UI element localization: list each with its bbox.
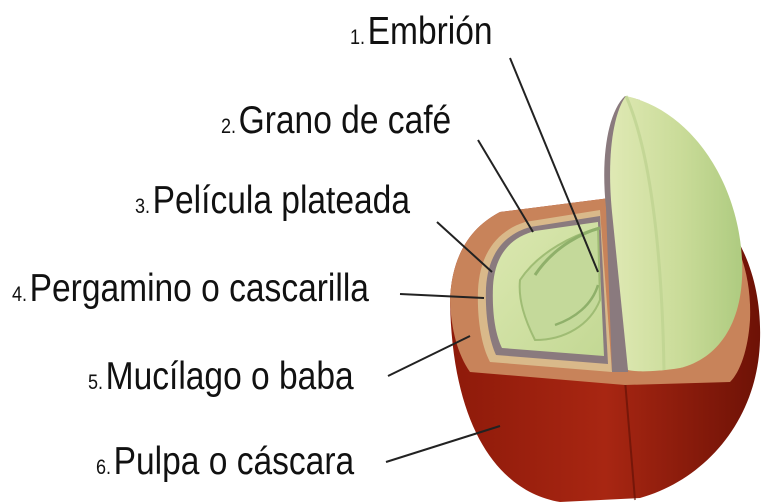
label-text: Embrión [368, 10, 493, 53]
label-number: 1. [350, 26, 365, 49]
label-number: 5. [88, 371, 103, 394]
label-parchment: 4.Pergamino o cascarilla [12, 269, 369, 308]
label-text: Grano de café [239, 99, 452, 142]
label-mucilage: 5.Mucílago o baba [88, 357, 354, 396]
second-bean-half [610, 96, 742, 371]
label-pulp: 6.Pulpa o cáscara [96, 442, 354, 481]
label-coffee-bean: 2.Grano de café [221, 101, 451, 140]
label-number: 3. [135, 195, 150, 218]
label-text: Pulpa o cáscara [114, 440, 355, 483]
label-number: 2. [221, 115, 236, 138]
label-text: Película plateada [153, 179, 410, 222]
label-embryo: 1.Embrión [350, 12, 493, 51]
label-text: Pergamino o cascarilla [30, 267, 369, 310]
label-number: 4. [12, 283, 27, 306]
label-text: Mucílago o baba [106, 355, 354, 398]
label-silver-skin: 3.Película plateada [135, 181, 410, 220]
label-number: 6. [96, 456, 111, 479]
